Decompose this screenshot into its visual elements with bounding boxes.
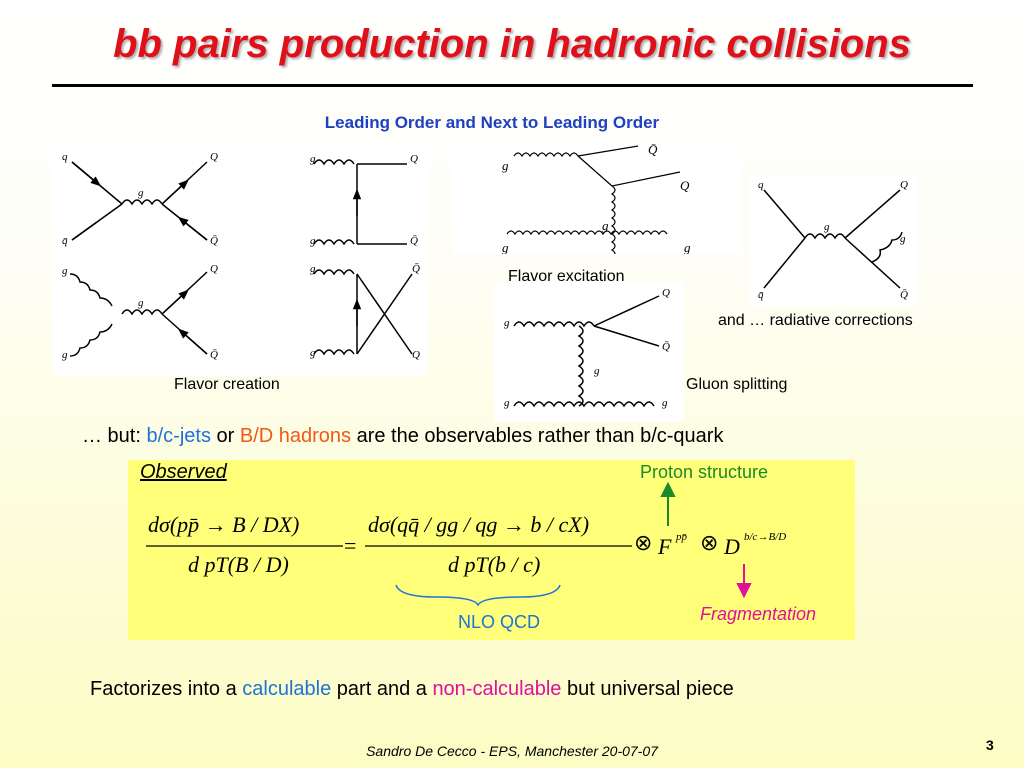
diagram-symbol: g xyxy=(62,265,68,277)
diagram-symbol: g xyxy=(502,240,509,254)
proton-structure-label: Proton structure xyxy=(640,462,769,482)
diagram-symbol: g xyxy=(662,397,668,409)
observables-statement: … but: b/c-jets or B/D hadrons are the o… xyxy=(82,425,723,448)
page-number: 3 xyxy=(986,737,994,753)
formula-box xyxy=(128,460,855,640)
slide-footer: Sandro De Cecco - EPS, Manchester 20-07-… xyxy=(366,743,658,759)
diagram-symbol: Q̄ xyxy=(210,235,218,247)
diagram-symbol: Q̄ xyxy=(410,235,418,247)
lhs-numerator: dσ(pp̄ → B / DX) xyxy=(148,512,299,537)
diagram-symbol: Q xyxy=(210,263,218,275)
diagram-symbol: Q̄ xyxy=(210,349,218,361)
flavor-creation-label: Flavor creation xyxy=(174,376,280,393)
observed-label: Observed xyxy=(140,461,227,483)
section-subtitle: Leading Order and Next to Leading Order xyxy=(324,113,660,132)
rhs-denominator: d pT(b / c) xyxy=(448,552,540,577)
diagram-symbol: Q xyxy=(680,178,690,193)
diagram-symbol: Q̄ xyxy=(648,142,658,157)
f-symbol: F xyxy=(657,534,672,559)
diagram-symbol: g xyxy=(138,187,144,199)
equals-sign: = xyxy=(344,533,356,558)
bd-hadrons-text: B/D hadrons xyxy=(239,425,352,447)
f-superscript: pp̄ xyxy=(675,531,688,543)
diagram-symbol: g xyxy=(602,218,609,233)
diagram-symbol: Q xyxy=(662,287,670,299)
factor-middle: part and a xyxy=(331,678,433,700)
diagram-symbol: Q xyxy=(410,153,418,165)
flavor-excitation-diagram: g Q̄ Q g g g xyxy=(452,136,742,254)
diagram-symbol: q xyxy=(62,151,68,163)
formula-graphics: dσ(pp̄ → B / DX) d pT(B / D) = dσ(qq̄ / … xyxy=(146,481,786,607)
radiative-correction-diagram: q q̄ g Q g Q̄ xyxy=(750,176,918,306)
diagram-symbol: Q xyxy=(210,151,218,163)
diagram-symbol: Q xyxy=(412,349,420,361)
gluon-splitting-label: Gluon splitting xyxy=(686,376,788,393)
diagram-symbol: Q̄ xyxy=(662,341,670,353)
diagram-symbol: g xyxy=(504,317,510,329)
diagram-symbol: Q xyxy=(900,179,908,191)
diagram-symbol: q̄ xyxy=(62,235,68,247)
observables-prefix: … but: xyxy=(82,425,147,447)
fragmentation-label: Fragmentation xyxy=(700,604,817,624)
diagram-symbol: g xyxy=(684,240,691,254)
calculable-text: calculable xyxy=(242,678,332,700)
diagram-symbol: g xyxy=(824,221,830,233)
non-calculable-text: non-calculable xyxy=(432,678,562,700)
factor-prefix: Factorizes into a xyxy=(90,678,243,700)
otimes-symbol: ⊗ xyxy=(700,530,718,555)
title-divider xyxy=(52,84,973,87)
diagram-symbol: g xyxy=(310,263,316,275)
diagram-symbol: q xyxy=(758,179,764,191)
nlo-qcd-label: NLO QCD xyxy=(458,612,541,632)
factorization-statement: Factorizes into a calculable part and a … xyxy=(90,678,734,701)
diagram-symbol: Q̄ xyxy=(412,263,420,275)
d-symbol: D xyxy=(723,534,740,559)
lhs-denominator: d pT(B / D) xyxy=(188,552,289,577)
d-superscript: b/c→B/D xyxy=(744,531,786,543)
factor-suffix: but universal piece xyxy=(561,678,734,700)
diagram-symbol: Q̄ xyxy=(900,289,908,301)
observables-suffix: are the observables rather than b/c-quar… xyxy=(351,425,724,447)
diagram-symbol: q̄ xyxy=(758,289,764,301)
diagram-symbol: g xyxy=(504,397,510,409)
flavor-creation-diagrams: q q̄ g Q Q̄ g g Q Q̄ g g g Q Q̄ g g Q̄ Q xyxy=(52,146,428,376)
diagram-symbol: g xyxy=(594,365,600,377)
gluon-splitting-diagram: g Q Q̄ g g g xyxy=(494,282,684,422)
or-text: or xyxy=(210,425,240,447)
diagram-symbol: g xyxy=(310,347,316,359)
diagram-symbol: g xyxy=(138,297,144,309)
bc-jets-text: b/c-jets xyxy=(146,425,211,447)
slide-title: bb pairs production in hadronic collisio… xyxy=(113,22,911,66)
radiative-corrections-label: and … radiative corrections xyxy=(718,312,913,329)
diagram-symbol: g xyxy=(310,235,316,247)
diagram-symbol: g xyxy=(502,158,509,173)
diagram-symbol: g xyxy=(62,349,68,361)
flavor-excitation-label: Flavor excitation xyxy=(508,268,625,285)
diagram-symbol: g xyxy=(900,233,906,245)
otimes-symbol: ⊗ xyxy=(634,530,652,555)
rhs-numerator: dσ(qq̄ / gg / qg → b / cX) xyxy=(368,512,589,537)
diagram-symbol: g xyxy=(310,153,316,165)
